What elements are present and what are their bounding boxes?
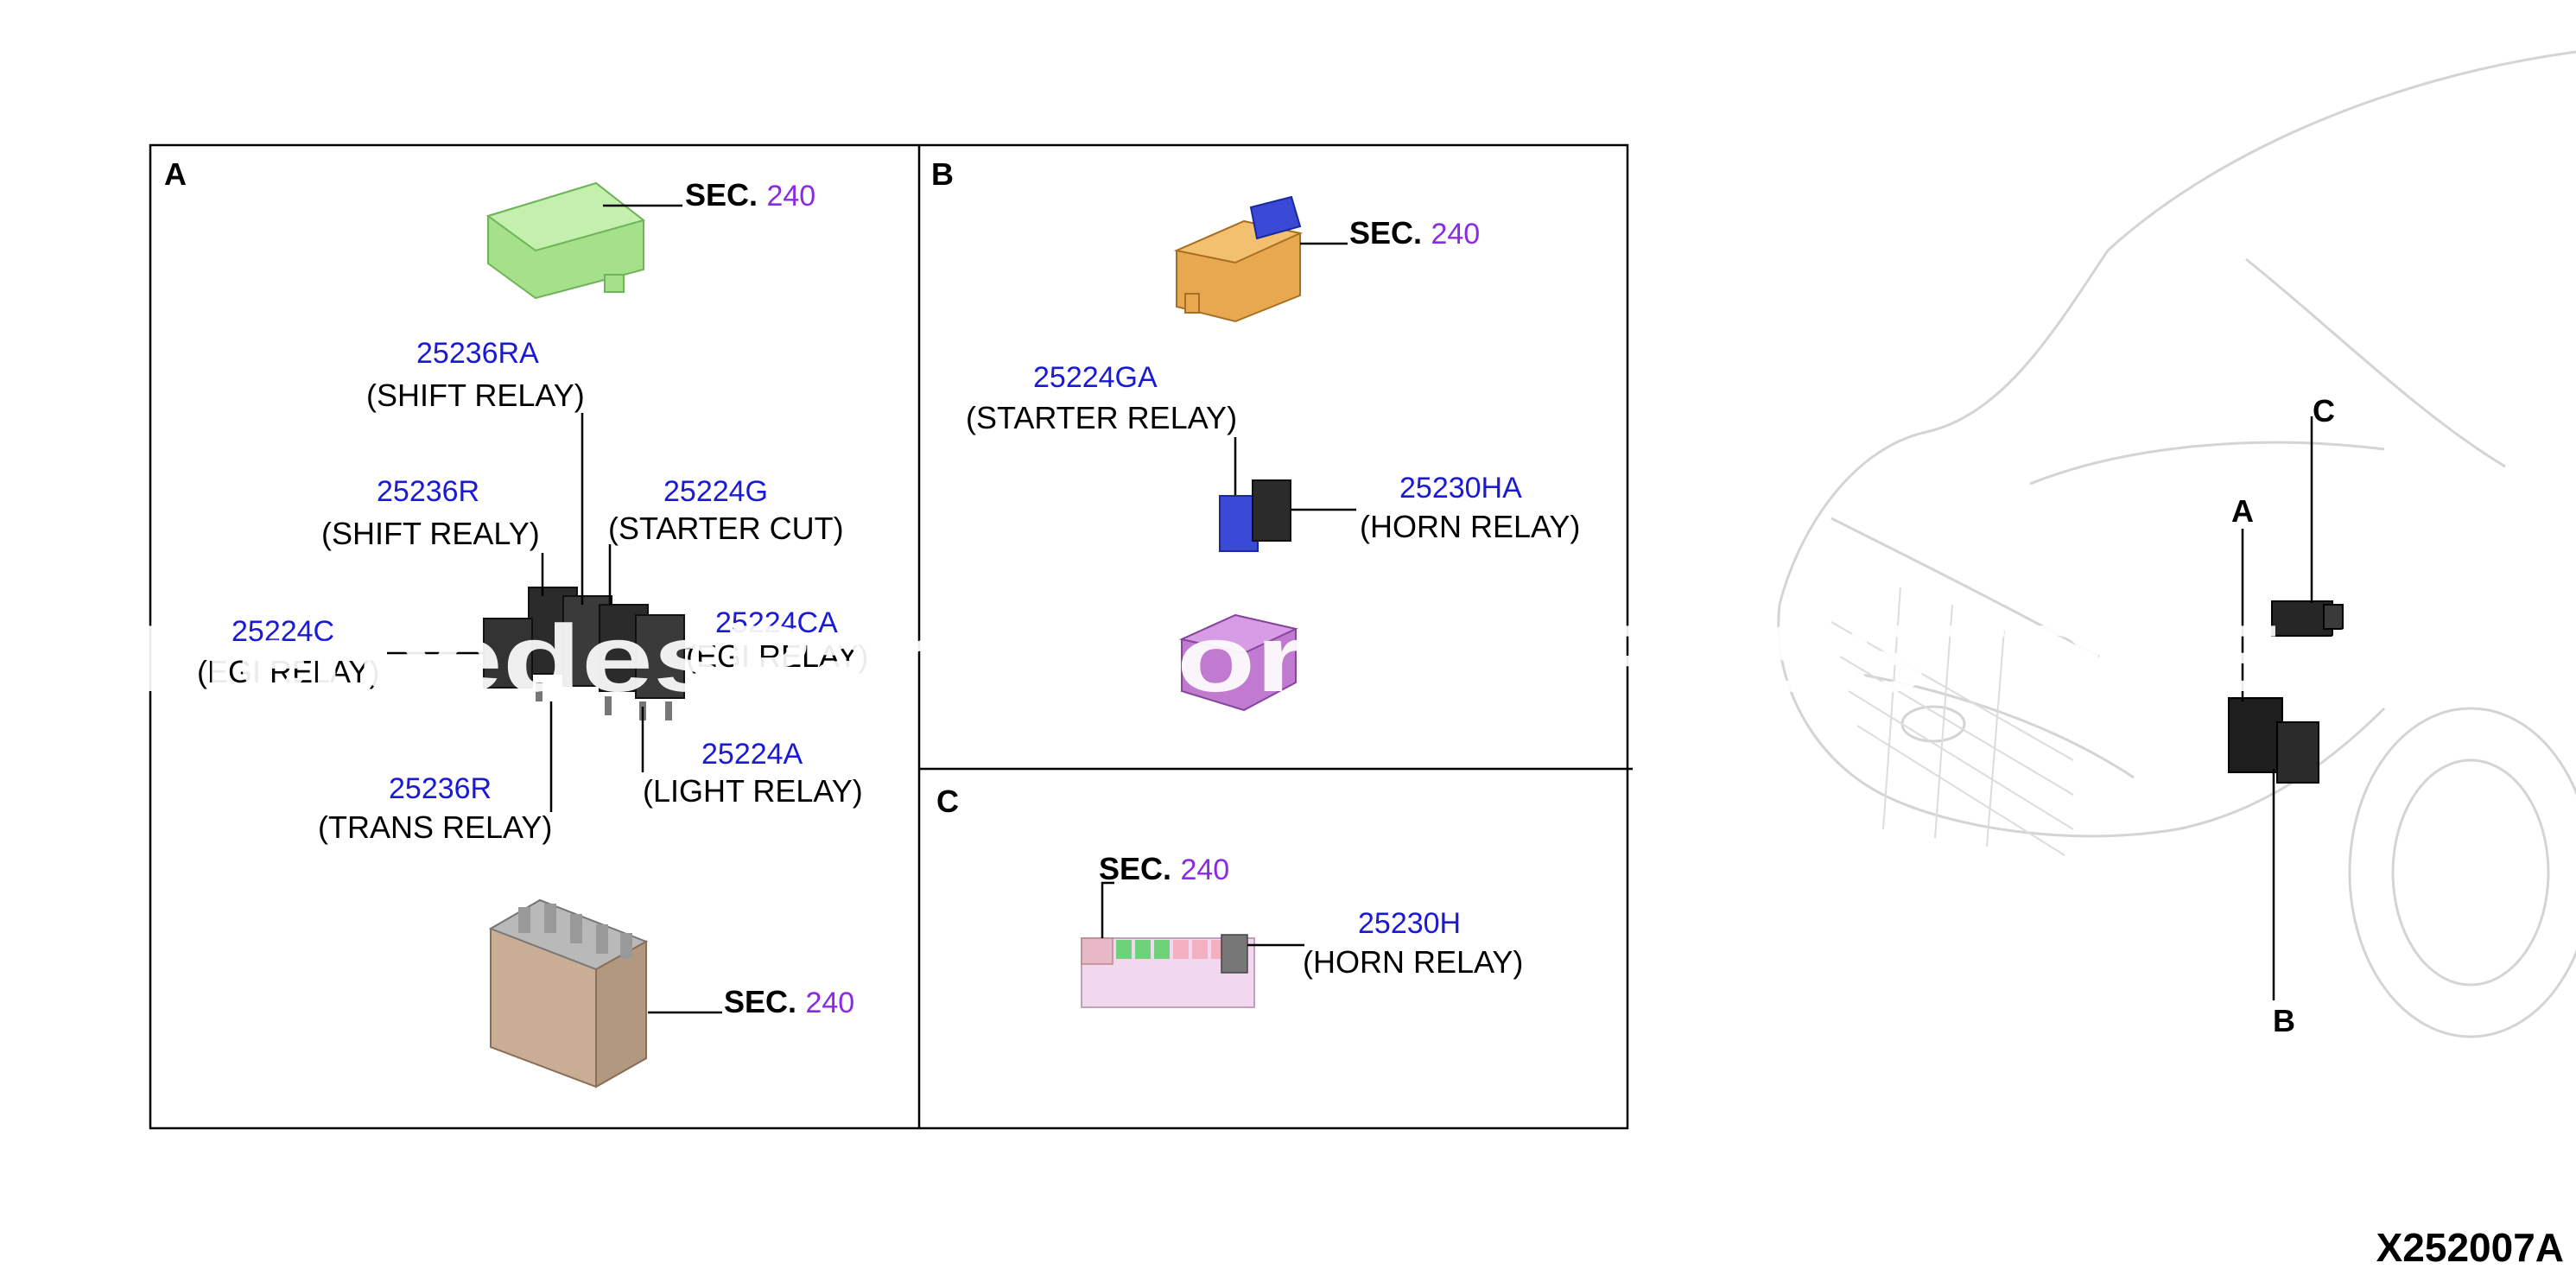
- panel-a-letter: A: [164, 156, 187, 192]
- part-number-25230H: 25230H: [1358, 907, 1461, 940]
- component-a-icon: [2228, 697, 2319, 784]
- leader-c-sec: [1101, 881, 1114, 938]
- part-name-25224C: (EGI RELAY): [197, 654, 379, 689]
- fuse-box-green-icon: [485, 181, 646, 300]
- vehicle-front-icon: [1777, 50, 2576, 1038]
- part-number-25224A: 25224A: [701, 738, 803, 771]
- part-number-25224C: 25224C: [232, 615, 334, 648]
- part-name-25224GA: (STARTER RELAY): [966, 400, 1237, 435]
- part-name-25224G: (STARTER CUT): [608, 511, 844, 546]
- relay-cluster-icon: [483, 587, 685, 720]
- part-name-25236R-shift: (SHIFT REALY): [321, 516, 540, 551]
- part-number-25236RA: 25236RA: [416, 337, 539, 370]
- part-name-25230H: (HORN RELAY): [1303, 944, 1523, 980]
- fuse-box-orange-icon: [1173, 195, 1304, 323]
- part-name-25236RA: (SHIFT RELAY): [366, 378, 585, 413]
- component-c-icon: [2271, 600, 2344, 637]
- panel-frames: [149, 143, 1633, 1130]
- relay-blue-black-icon: [1219, 479, 1291, 552]
- panel-b-letter: B: [931, 156, 954, 192]
- part-name-25224CA: (EGI RELAY): [686, 638, 868, 674]
- panel-outer-frame: [149, 143, 1629, 1130]
- part-number-25224GA: 25224GA: [1033, 361, 1158, 394]
- part-name-25224A: (LIGHT RELAY): [643, 773, 863, 809]
- part-name-25236R-trans: (TRANS RELAY): [318, 809, 552, 845]
- diagram-code: X252007A: [2376, 1225, 2564, 1270]
- sec-a-bottom: SEC. 240: [724, 984, 854, 1019]
- fuse-box-tan-icon: [488, 898, 649, 1088]
- sec-b-top: SEC. 240: [1349, 215, 1480, 251]
- part-number-25236R-shift: 25236R: [377, 475, 479, 508]
- relay-purple-icon: [1178, 613, 1299, 712]
- fuse-block-icon: [1081, 934, 1255, 1008]
- part-number-25224G: 25224G: [663, 475, 768, 508]
- part-number-25236R-trans: 25236R: [389, 772, 492, 805]
- vehicle-callout-c: C: [2313, 393, 2335, 428]
- panel-c-letter: C: [936, 784, 959, 819]
- part-number-25230HA: 25230HA: [1399, 472, 1522, 505]
- vehicle-callout-a: A: [2231, 493, 2254, 529]
- part-name-25230HA: (HORN RELAY): [1360, 509, 1580, 544]
- sec-a-top: SEC. 240: [685, 177, 815, 213]
- sec-c-top: SEC. 240: [1099, 851, 1229, 886]
- part-number-25224CA: 25224CA: [715, 606, 838, 639]
- vehicle-grille-icon: [1830, 587, 2074, 856]
- vehicle-callout-b: B: [2273, 1003, 2295, 1038]
- watermark-text: MercedesPartsStore PARTSSTORE.CA: [130, 606, 2505, 712]
